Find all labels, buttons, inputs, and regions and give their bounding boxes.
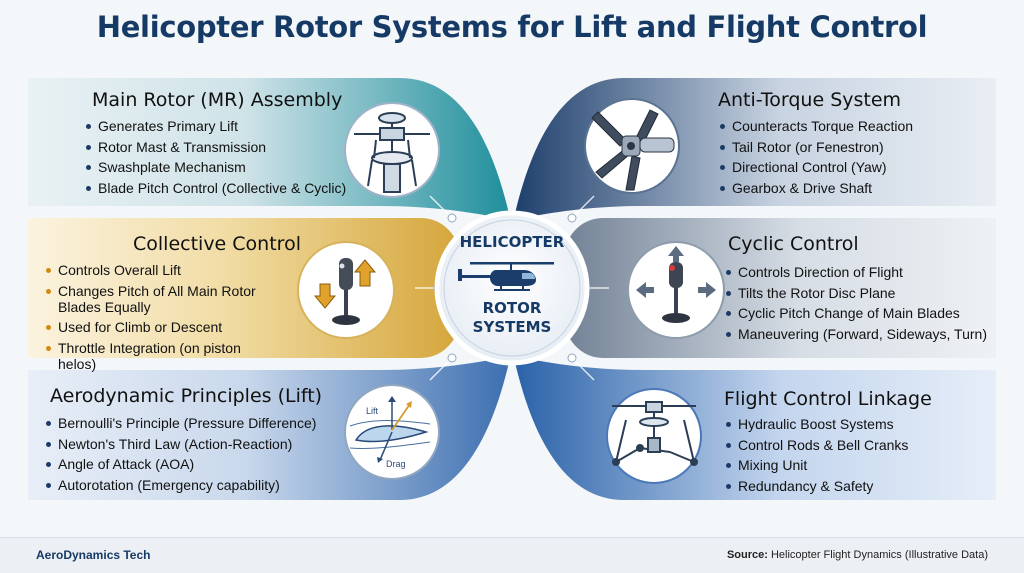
cyclic-stick-icon <box>627 241 725 339</box>
main-rotor-list: Generates Primary Lift Rotor Mast & Tran… <box>86 116 346 198</box>
anti-torque-list: Counteracts Torque Reaction Tail Rotor (… <box>720 116 913 198</box>
center-label-line3: SYSTEMS <box>472 318 552 336</box>
list-item: Throttle Integration (on piston helos) <box>46 340 276 372</box>
list-item: Used for Climb or Descent <box>46 319 276 335</box>
list-item: Gearbox & Drive Shaft <box>720 178 913 199</box>
list-item: Swashplate Mechanism <box>86 157 346 178</box>
list-item: Changes Pitch of All Main Rotor Blades E… <box>46 283 276 315</box>
collective-lever-icon <box>297 241 395 339</box>
cyclic-list: Controls Direction of Flight Tilts the R… <box>726 262 987 344</box>
list-item: Angle of Attack (AOA) <box>46 454 316 475</box>
source-note: Source: Helicopter Flight Dynamics (Illu… <box>727 549 988 561</box>
list-item: Control Rods & Bell Cranks <box>726 435 908 456</box>
page-title: Helicopter Rotor Systems for Lift and Fl… <box>96 10 928 44</box>
center-label-line1: HELICOPTER <box>459 233 565 251</box>
list-item: Tilts the Rotor Disc Plane <box>726 283 987 304</box>
helicopter-icon <box>458 262 554 291</box>
list-item: Blade Pitch Control (Collective & Cyclic… <box>86 178 346 199</box>
list-item: Generates Primary Lift <box>86 116 346 137</box>
linkage-icon <box>606 388 702 484</box>
main-rotor-title: Main Rotor (MR) Assembly <box>92 89 343 111</box>
aerodynamic-list: Bernoulli's Principle (Pressure Differen… <box>46 413 316 495</box>
list-item: Bernoulli's Principle (Pressure Differen… <box>46 413 316 434</box>
footer-bar <box>0 537 1024 573</box>
anti-torque-title: Anti-Torque System <box>718 89 902 111</box>
collective-list: Controls Overall Lift Changes Pitch of A… <box>46 262 276 376</box>
airfoil-lift-label: Lift <box>366 406 379 416</box>
list-item: Maneuvering (Forward, Sideways, Turn) <box>726 324 987 345</box>
list-item: Newton's Third Law (Action-Reaction) <box>46 434 316 455</box>
list-item: Controls Overall Lift <box>46 262 276 278</box>
linkage-title: Flight Control Linkage <box>724 388 932 410</box>
source-label: Source: <box>726 549 768 561</box>
list-item: Counteracts Torque Reaction <box>720 116 913 137</box>
list-item: Mixing Unit <box>726 455 908 476</box>
airfoil-drag-label: Drag <box>386 459 406 469</box>
list-item: Directional Control (Yaw) <box>720 157 913 178</box>
list-item: Controls Direction of Flight <box>726 262 987 283</box>
list-item: Tail Rotor (or Fenestron) <box>720 137 913 158</box>
rotor-hub-icon <box>344 102 440 198</box>
list-item: Redundancy & Safety <box>726 476 908 497</box>
airfoil-icon: Lift Drag <box>344 384 440 480</box>
list-item: Autorotation (Emergency capability) <box>46 475 316 496</box>
list-item: Hydraulic Boost Systems <box>726 414 908 435</box>
source-text: Helicopter Flight Dynamics (Illustrative… <box>770 549 988 561</box>
center-hub <box>434 210 590 366</box>
tail-rotor-icon <box>584 98 680 194</box>
list-item: Cyclic Pitch Change of Main Blades <box>726 303 987 324</box>
aerodynamic-title: Aerodynamic Principles (Lift) <box>50 385 323 407</box>
brand-name: AeroDynamics Tech <box>36 548 151 562</box>
list-item: Rotor Mast & Transmission <box>86 137 346 158</box>
linkage-list: Hydraulic Boost Systems Control Rods & B… <box>726 414 908 496</box>
center-label-line2: ROTOR <box>482 299 542 317</box>
cyclic-title: Cyclic Control <box>728 233 859 255</box>
collective-title: Collective Control <box>133 233 301 255</box>
